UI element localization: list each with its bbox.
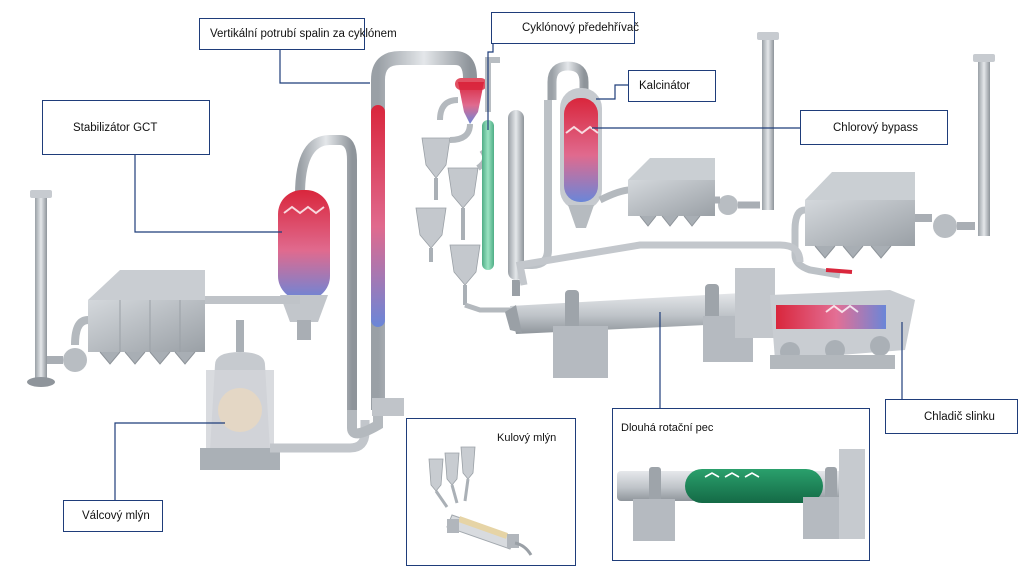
kiln-riser: [508, 110, 524, 296]
roller-mill-machine: [200, 320, 280, 470]
gct-stabilizer-tower: [278, 135, 357, 410]
leader-gct: [134, 155, 282, 233]
label-clinker-cooler: Chladič slinku: [885, 399, 1018, 434]
center-bag-filter: [628, 158, 760, 227]
inset-long-rotary-kiln: Dlouhá rotační pec: [612, 408, 870, 561]
label-roller-mill: Válcový mlýn: [63, 500, 163, 532]
label-vertical-duct: Vertikální potrubí spalin za cyklónem: [199, 18, 397, 50]
label-long-rotary-kiln: Dlouhá rotační pec: [621, 422, 714, 434]
leader-roller-mill: [114, 422, 225, 500]
right-bag-filter: [791, 172, 975, 279]
label-cyclone-preheater: Cyklónový předehřívač: [491, 12, 639, 44]
vertical-flue-duct: [347, 51, 477, 439]
leader-vertical-duct: [279, 50, 370, 84]
rotary-kiln: [505, 268, 775, 378]
label-ball-mill: Kulový mlýn: [497, 432, 557, 444]
center-stack: [757, 32, 779, 210]
rotary-kiln-illustration: [617, 449, 865, 541]
clinker-cooler: [770, 268, 915, 369]
ball-mill-illustration: [428, 446, 533, 556]
label-chlorine-bypass: Chlorový bypass: [800, 110, 948, 145]
inset-ball-mill: Kulový mlýn: [406, 418, 576, 566]
leader-lines: [114, 28, 903, 500]
label-gct-stabilizer: Stabilizátor GCT: [42, 100, 210, 155]
tertiary-air-duct: [515, 241, 804, 286]
left-bag-filter: [47, 270, 205, 372]
cyclone-preheater: [415, 57, 520, 313]
left-stack: [27, 190, 55, 387]
calciner: [520, 61, 631, 269]
label-calciner: Kalcinátor: [628, 70, 716, 102]
leader-calciner: [596, 84, 628, 100]
right-stack: [973, 54, 995, 236]
